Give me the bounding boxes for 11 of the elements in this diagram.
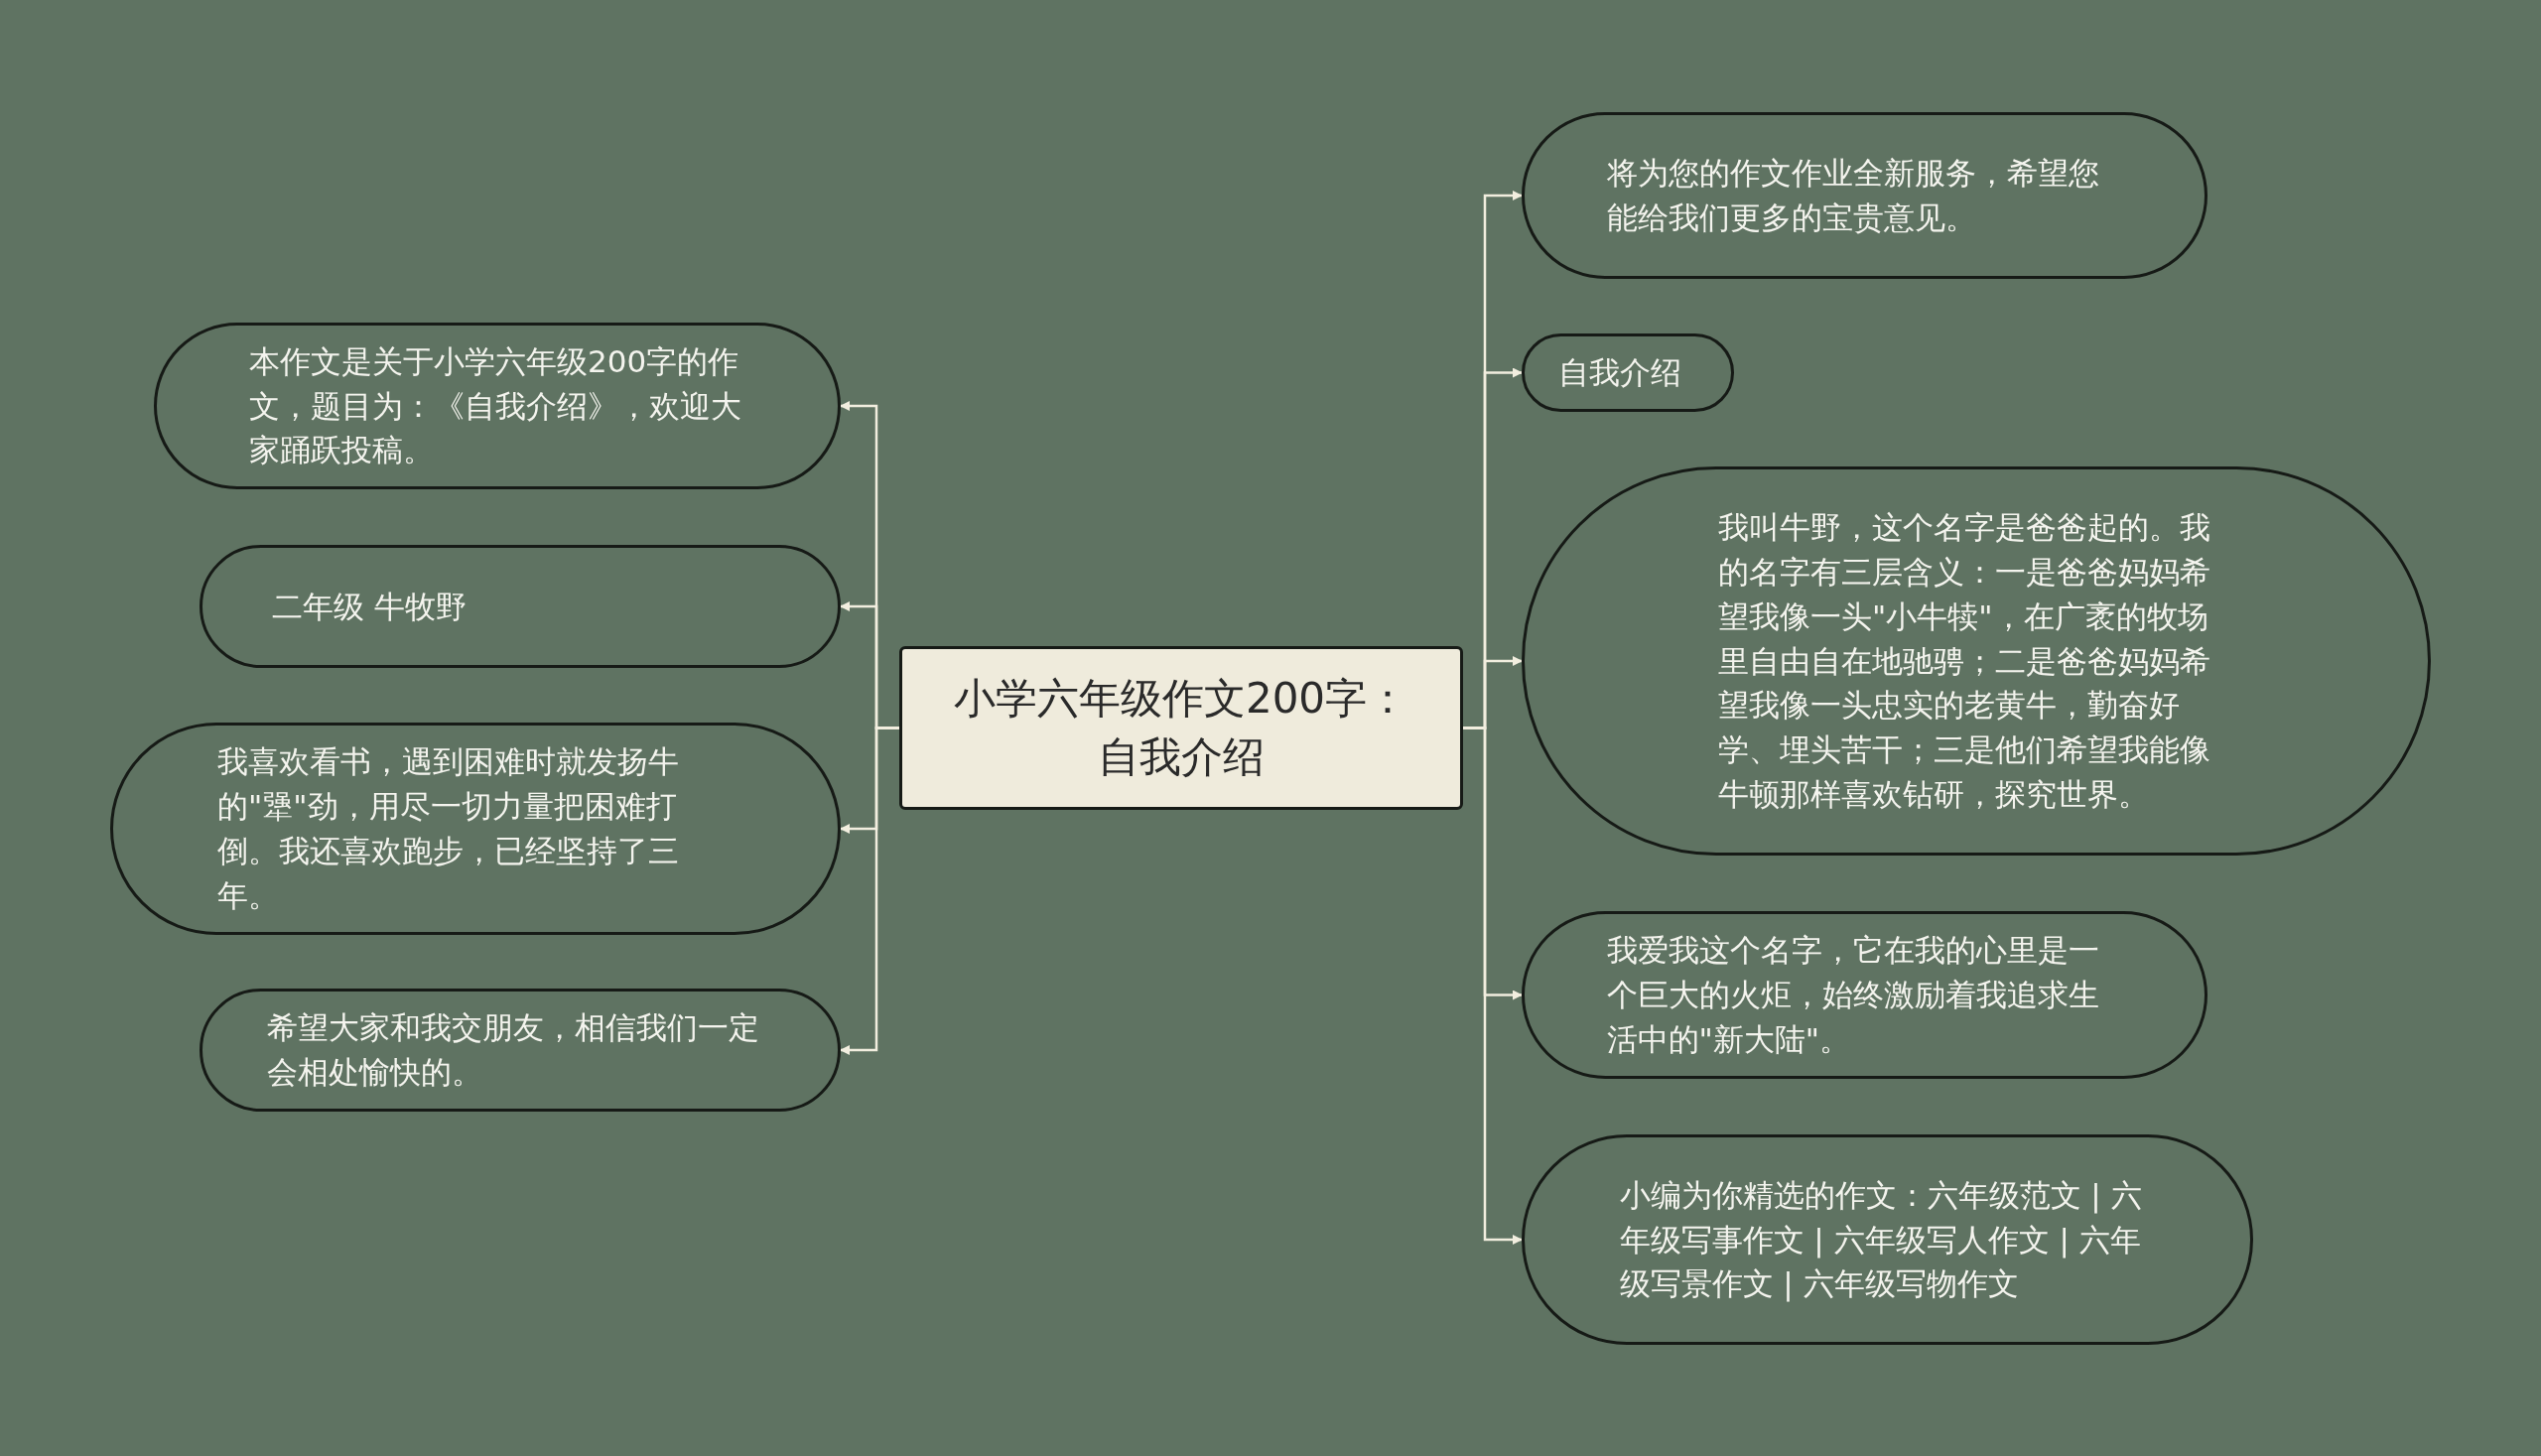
topic-text: 本作文是关于小学六年级200字的作文，题目为：《自我介绍》，欢迎大家踊跃投稿。: [249, 341, 742, 470]
topic-text: 将为您的作文作业全新服务，希望您能给我们更多的宝贵意见。: [1606, 154, 2100, 237]
central-topic-text: 小学六年级作文200字：自我介绍: [952, 672, 1410, 783]
topic-text: 我叫牛野，这个名字是爸爸起的。我的名字有三层含义：一是爸爸妈妈希望我像一头"小牛犊"，在广袤的牧场里自由自在地驰骋；二是爸爸妈妈希望我像一头忠实的老黄牛，勤奋好学、埋头苦干；三是他们希望我能像牛顿那样喜欢钻研，探究世界。: [1718, 507, 2211, 815]
topic-text: 我爱我这个名字，它在我的心里是一个巨大的火炬，始终激励着我追求生活中的"新大陆"。: [1606, 931, 2100, 1059]
topic-text: 希望大家和我交朋友，相信我们一定会相处愉快的。: [267, 1008, 760, 1092]
topic-text: 自我介绍: [1558, 353, 1682, 393]
topic-text: 二年级 牛牧野: [272, 587, 468, 626]
central-topic-box: [899, 646, 1463, 810]
topic-text: 我喜欢看书，遇到困难时就发扬牛的"犟"劲，用尽一切力量把困难打倒。我还喜欢跑步，已经坚持了三年。: [217, 742, 680, 915]
topic-text: 小编为你精选的作文：六年级范文 | 六年级写事作文 | 六年级写人作文 | 六年级写景作文 | 六年级写物作文: [1619, 1175, 2143, 1304]
